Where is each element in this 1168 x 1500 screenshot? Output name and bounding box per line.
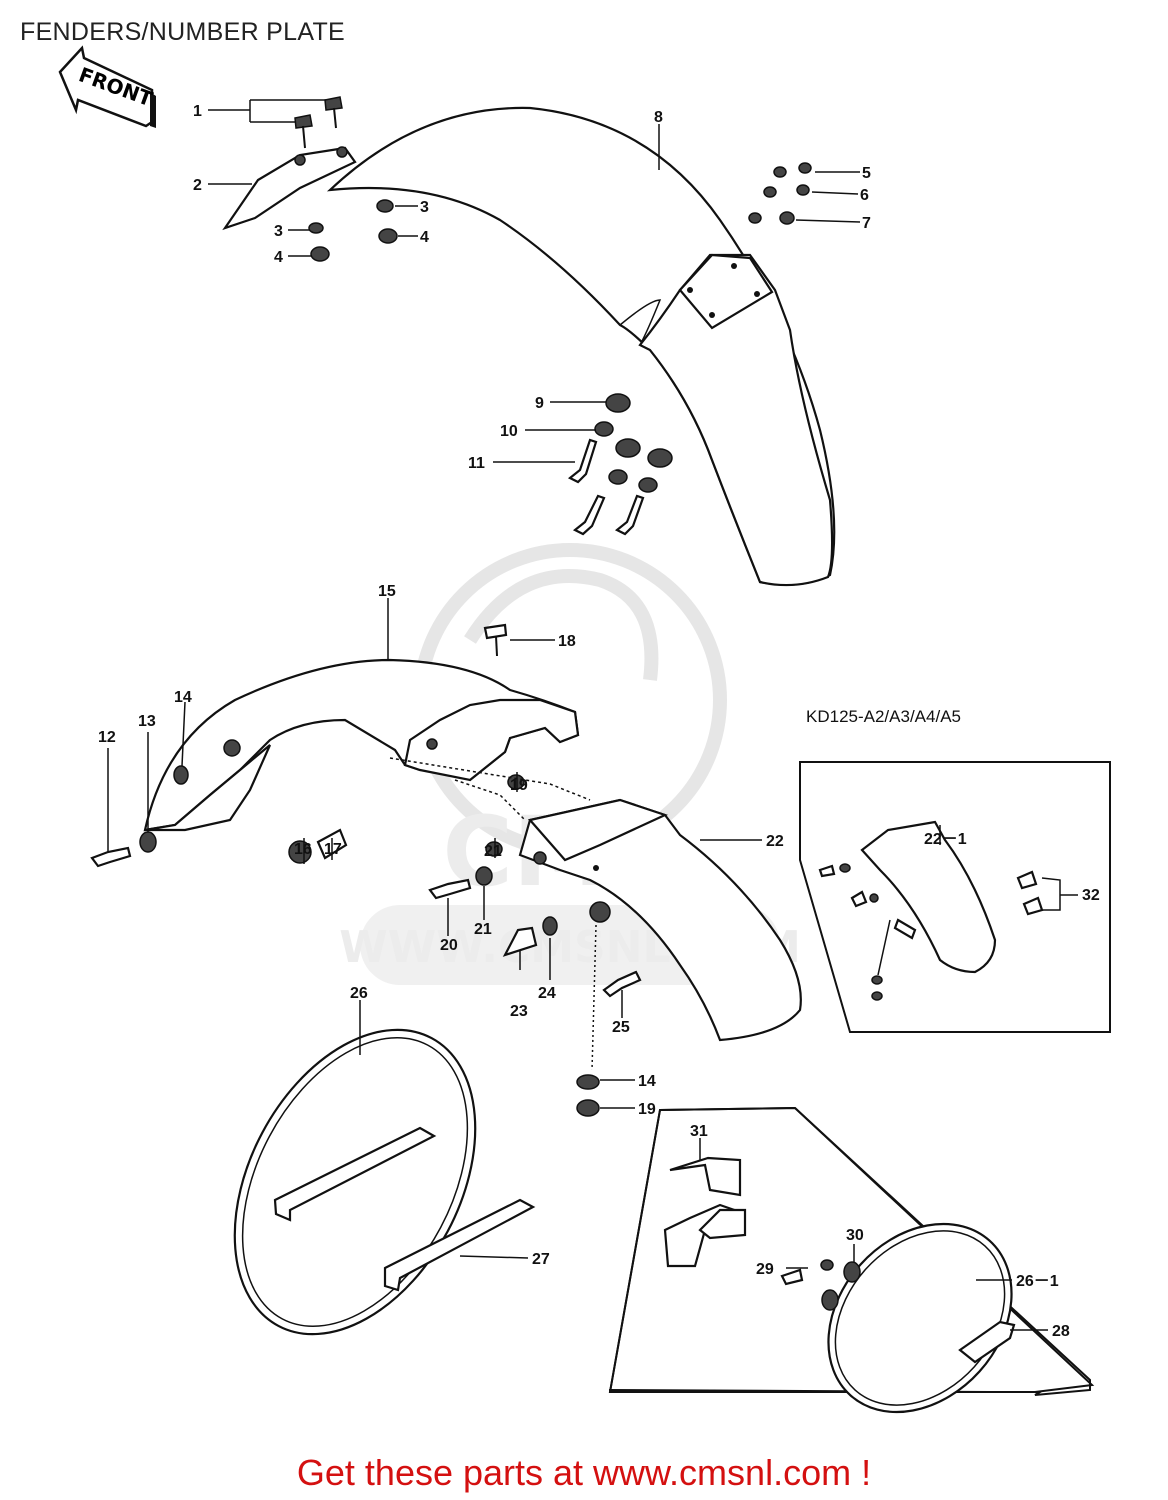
callout-3b: 3	[274, 223, 283, 240]
callout-24: 24	[538, 985, 556, 1002]
callout-20: 20	[440, 937, 458, 954]
callout-18: 18	[558, 633, 576, 650]
callout-21a: 21	[484, 843, 502, 860]
callout-22-1: 22－1	[924, 831, 967, 848]
front-fender	[326, 106, 836, 587]
callout-14a: 14	[174, 689, 192, 706]
callout-13: 13	[138, 713, 156, 730]
footer-link[interactable]: Get these parts at www.cmsnl.com !	[296, 1452, 872, 1493]
callout-30: 30	[846, 1227, 864, 1244]
callouts: 1 2 3 4 3 4 5 6 7 8 9 10 11 12 13 14 15 …	[98, 103, 1100, 1340]
callout-26-1: 26－1	[1016, 1273, 1059, 1290]
callout-12: 12	[98, 729, 116, 746]
callout-26: 26	[350, 985, 368, 1002]
callout-27: 27	[532, 1251, 550, 1268]
callout-3a: 3	[420, 199, 429, 216]
callout-7: 7	[862, 215, 871, 232]
hardware-front	[294, 96, 812, 536]
callout-28: 28	[1052, 1323, 1070, 1340]
callout-1: 1	[193, 103, 202, 120]
callout-6: 6	[860, 187, 869, 204]
leader-lines	[107, 99, 1078, 1331]
rear-fender-mount	[518, 798, 802, 1042]
callout-19a: 19	[510, 777, 528, 794]
callout-25: 25	[612, 1019, 630, 1036]
plate-inset	[608, 1106, 1095, 1414]
number-plate	[233, 1028, 536, 1336]
callout-32: 32	[1082, 887, 1100, 904]
callout-2: 2	[193, 177, 202, 194]
page-title: FENDERS/NUMBER PLATE	[20, 18, 346, 46]
callout-11: 11	[468, 455, 485, 472]
callout-4b: 4	[274, 249, 283, 266]
kd125-inset	[799, 761, 1111, 1033]
callout-22: 22	[766, 833, 784, 850]
callout-4a: 4	[420, 229, 429, 246]
front-arrow: FRONT	[58, 45, 156, 128]
callout-21b: 21	[474, 921, 492, 938]
callout-8: 8	[654, 109, 663, 126]
callout-16: 16	[294, 841, 312, 858]
hardware-rear	[90, 623, 642, 1117]
callout-19b: 19	[638, 1101, 656, 1118]
model-variant-label: KD125-A2/A3/A4/A5	[806, 707, 961, 726]
callout-23: 23	[510, 1003, 528, 1020]
front-bracket	[222, 146, 357, 231]
rear-fender	[143, 658, 580, 832]
callout-14b: 14	[638, 1073, 656, 1090]
callout-15: 15	[378, 583, 396, 600]
callout-5: 5	[862, 165, 871, 182]
callout-10: 10	[500, 423, 518, 440]
callout-9: 9	[535, 395, 544, 412]
callout-29: 29	[756, 1261, 774, 1278]
callout-17: 17	[324, 841, 342, 858]
callout-31: 31	[690, 1123, 708, 1140]
